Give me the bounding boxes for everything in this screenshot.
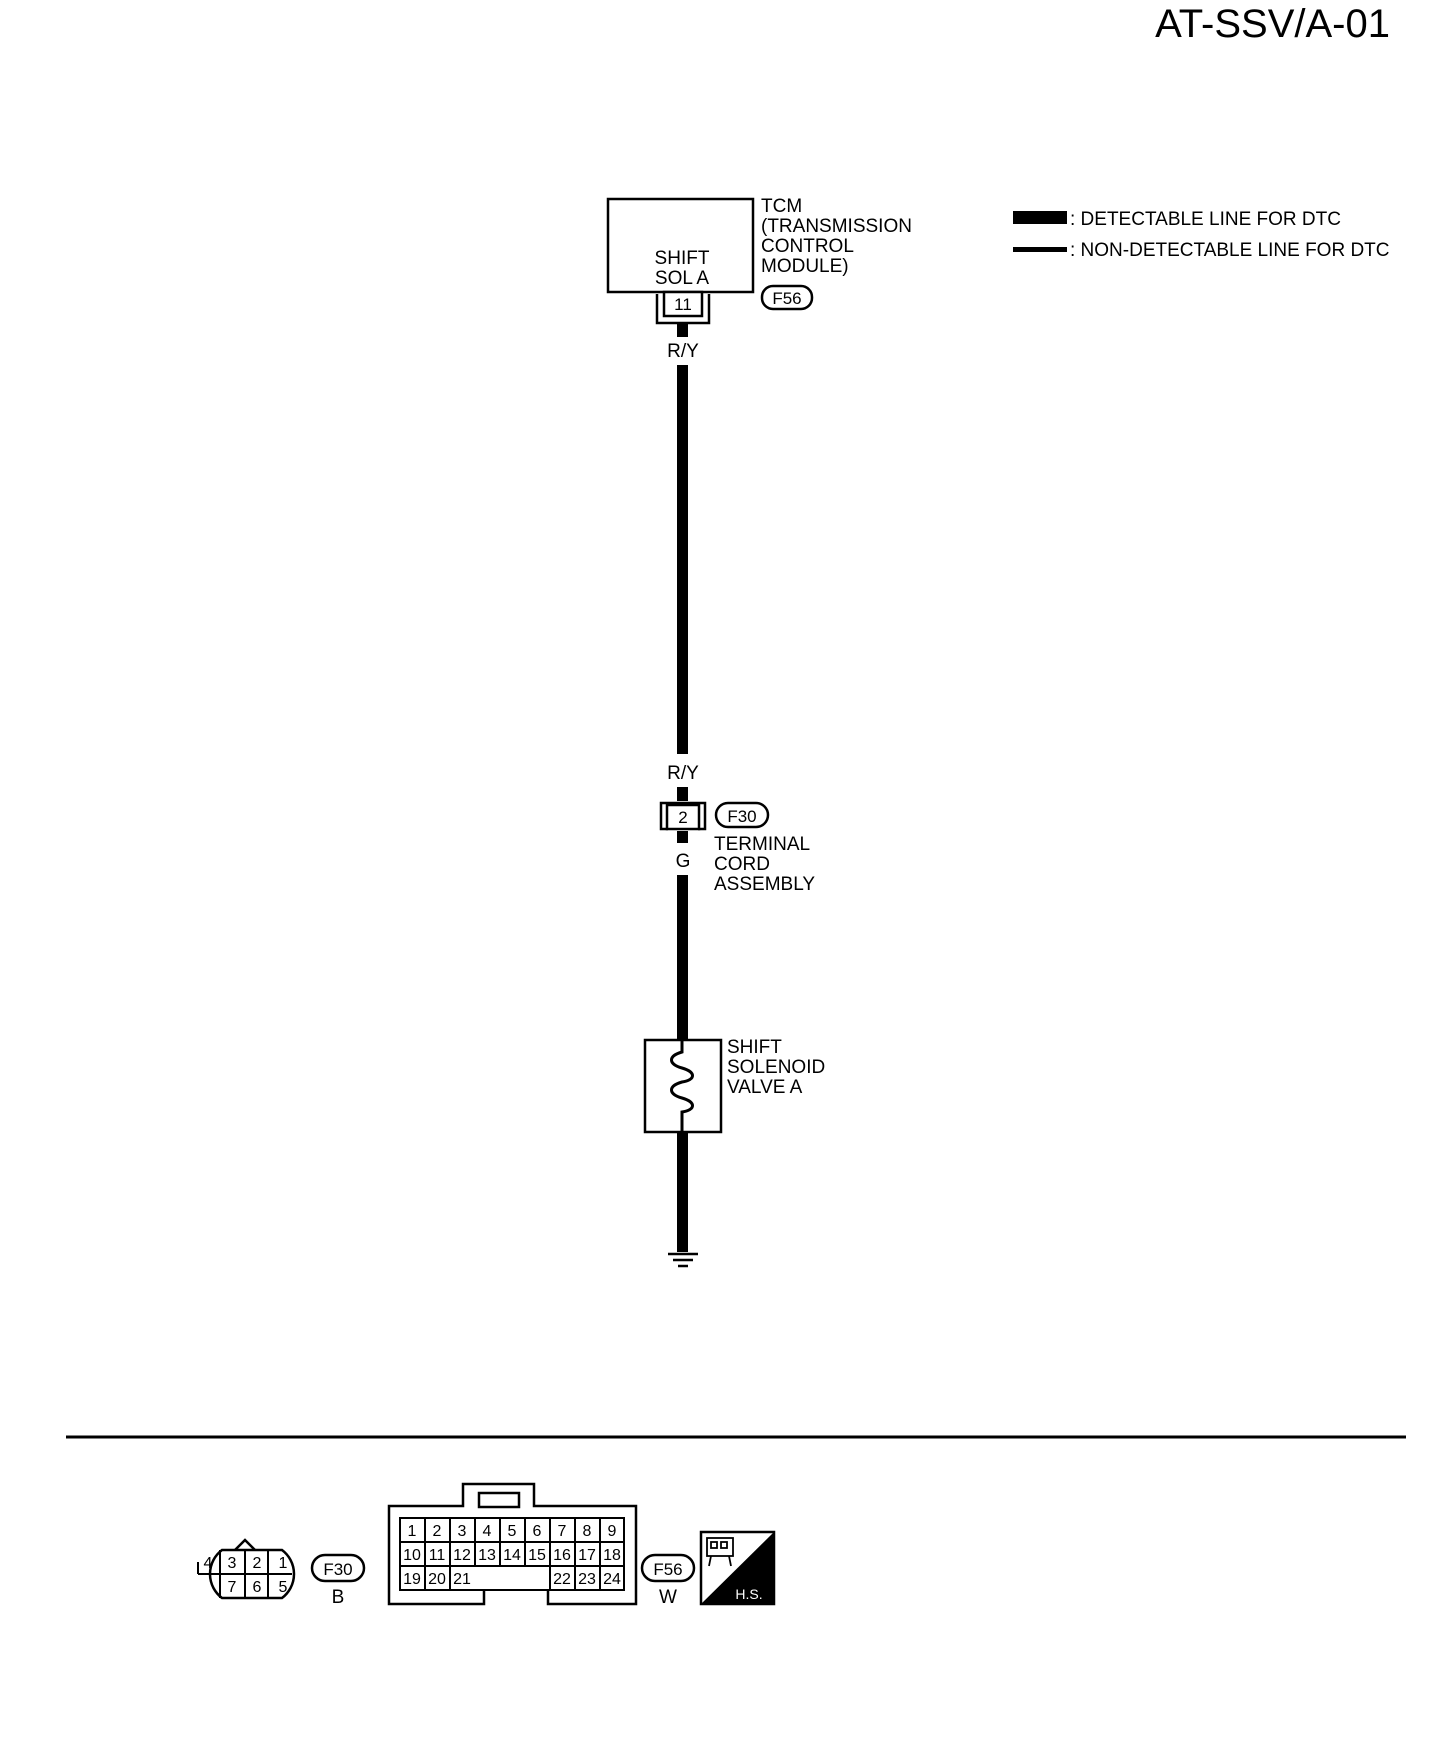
f30-pin: 7: [228, 1579, 237, 1596]
ground-icon: [668, 1252, 698, 1268]
f30-pin: 6: [253, 1579, 262, 1596]
legend-thin-line-swatch: [1013, 247, 1067, 252]
tcm-name-line4: MODULE): [761, 256, 849, 277]
f56-pin: 7: [558, 1523, 567, 1540]
wire-segment-top-stub: [677, 323, 688, 337]
wire-bottom-color: G: [676, 851, 691, 872]
f30-pin: 2: [253, 1555, 262, 1572]
junction-bracket: [659, 801, 707, 816]
hs-badge-label: H.S.: [735, 1586, 762, 1602]
wire-mid-color: R/Y: [667, 763, 699, 784]
f56-pin-grid: [399, 1517, 625, 1591]
junction-name-line1: TERMINAL: [714, 834, 810, 855]
junction-connector-id: F30: [727, 807, 756, 826]
f56-row1: 1 2 3 4 5 6 7 8 9: [408, 1523, 617, 1540]
junction-bracket-lower: [659, 816, 668, 831]
junction-connector-badge-outline: [714, 801, 770, 829]
tcm-module: SHIFT SOL A TCM (TRANSMISSION CONTROL MO…: [606, 196, 912, 325]
hs-badge-dark-half: [701, 1532, 774, 1604]
tcm-terminal-label-line1: SHIFT: [655, 248, 710, 269]
wire-segment-mid-stub: [677, 787, 688, 801]
f56-pin: 4: [483, 1523, 492, 1540]
solenoid-name-line2: SOLENOID: [727, 1057, 825, 1078]
solenoid-name-line3: VALVE A: [727, 1077, 803, 1098]
f30-connector-view: 4 3 2 1 7 6 5 F30 B: [197, 1538, 366, 1608]
tcm-name-line2: (TRANSMISSION: [761, 216, 912, 237]
f56-pin: 10: [403, 1547, 421, 1564]
f56-connector-view: 1 2 3 4 5 6 7 8 9 10 11 12 13 14 15 16 1…: [387, 1482, 696, 1608]
wire-segment-junction-stub: [677, 831, 688, 843]
f30-pin-grid: [197, 1550, 292, 1598]
wire-segment-ground: [677, 1132, 688, 1252]
junction-name-line3: ASSEMBLY: [714, 874, 815, 895]
tcm-connector-badge-outline: [760, 284, 814, 311]
f56-pin: 20: [428, 1571, 446, 1588]
f56-pin: 3: [458, 1523, 467, 1540]
legend-thick-line-swatch: [1013, 211, 1067, 224]
legend: : DETECTABLE LINE FOR DTC : NON-DETECTAB…: [1013, 209, 1390, 261]
legend-non-detectable-label: : NON-DETECTABLE LINE FOR DTC: [1070, 240, 1390, 261]
f56-pin: 19: [403, 1571, 421, 1588]
hs-connector-icon: [706, 1537, 734, 1567]
junction-bracket-lower-right: [698, 816, 707, 831]
wire-top-color: R/Y: [667, 341, 699, 362]
f56-pin: 14: [503, 1547, 521, 1564]
f56-pin: 21: [453, 1571, 471, 1588]
f30-id-badge-outline: [310, 1553, 366, 1583]
tcm-name-line1: TCM: [761, 196, 802, 217]
solenoid-name-line1: SHIFT: [727, 1037, 782, 1058]
shift-solenoid-valve: SHIFT SOLENOID VALVE A: [643, 1037, 825, 1134]
tcm-pin-box: [662, 290, 704, 318]
f56-pin: 13: [478, 1547, 496, 1564]
f30-pin: 5: [279, 1579, 288, 1596]
f56-pin: 9: [608, 1523, 617, 1540]
f56-id: F56: [653, 1560, 682, 1579]
f56-row3: 19 20 21 22 23 24: [403, 1571, 621, 1588]
f56-pin: 16: [553, 1547, 571, 1564]
f56-id-badge-outline: [640, 1553, 696, 1583]
f30-pin: 1: [279, 1555, 288, 1572]
page-code: AT-SSV/A-01: [1155, 2, 1390, 46]
f56-pin: 8: [583, 1523, 592, 1540]
f56-pin: 15: [528, 1547, 546, 1564]
f56-pin: 23: [578, 1571, 596, 1588]
f56-pin: 1: [408, 1523, 417, 1540]
f56-pin: 12: [453, 1547, 471, 1564]
tcm-name-line3: CONTROL: [761, 236, 854, 257]
f56-pin: 11: [429, 1547, 446, 1564]
f56-latch: [477, 1491, 521, 1509]
f56-pin: 2: [433, 1523, 442, 1540]
f30-color: B: [332, 1587, 345, 1608]
junction-pin-number: 2: [678, 808, 687, 827]
tcm-terminal-label-line2: SOL A: [655, 268, 710, 289]
f56-pin: 18: [603, 1547, 621, 1564]
f56-pin: 17: [578, 1547, 596, 1564]
f56-pin: 5: [508, 1523, 517, 1540]
f30-id: F30: [323, 1560, 352, 1579]
f56-pin: 24: [603, 1571, 621, 1588]
f30-pin: 4: [204, 1555, 213, 1572]
legend-detectable-label: : DETECTABLE LINE FOR DTC: [1070, 209, 1341, 230]
solenoid-coil-icon: [670, 1040, 694, 1132]
f56-pin: 22: [553, 1571, 571, 1588]
junction-pin-box: [665, 803, 701, 831]
f56-color: W: [659, 1587, 677, 1608]
junction-name-line2: CORD: [714, 854, 770, 875]
f56-row2: 10 11 12 13 14 15 16 17 18: [403, 1547, 621, 1564]
hs-badge: H.S.: [699, 1530, 776, 1606]
wire-segment-main: [677, 365, 688, 754]
tcm-connector-id: F56: [772, 289, 801, 308]
f30-pin: 3: [228, 1555, 237, 1572]
f56-unused-slot: [476, 1567, 549, 1589]
f30-key: [234, 1538, 256, 1551]
f56-pin: 6: [533, 1523, 542, 1540]
wire-segment-lower: [677, 875, 688, 1040]
junction-connector: 2 F30 TERMINAL CORD ASSEMBLY: [659, 801, 815, 895]
tcm-pin-number: 11: [674, 295, 692, 314]
